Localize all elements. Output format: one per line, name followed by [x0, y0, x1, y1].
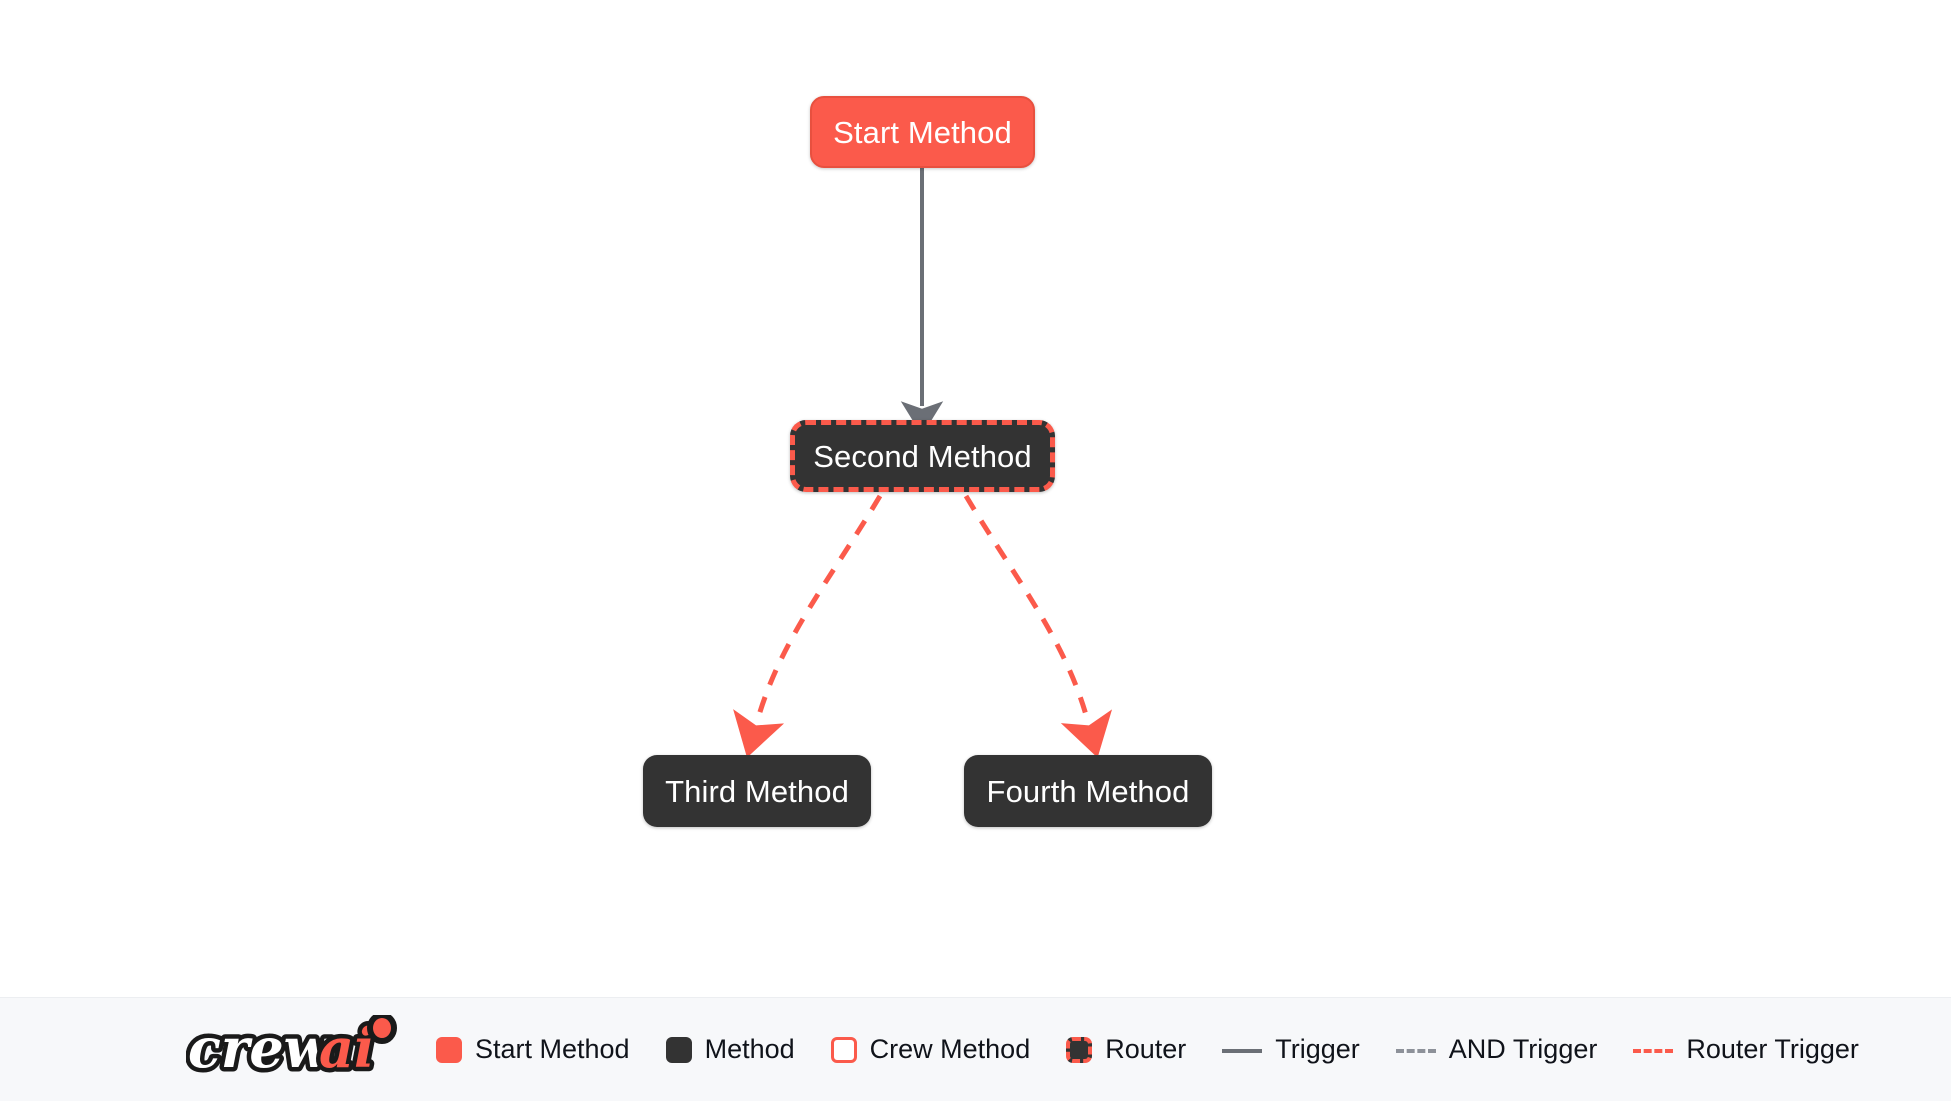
node-third-method[interactable]: Third Method [643, 755, 871, 827]
legend-label: Crew Method [869, 1034, 1031, 1064]
legend-item-method: Method [665, 1034, 795, 1064]
legend-item-router: Router [1066, 1036, 1186, 1063]
edge-second-to-fourth [963, 494, 1113, 758]
legend-item-and-trigger: AND Trigger [1395, 1034, 1598, 1064]
trigger-line-icon [1222, 1048, 1263, 1053]
legend-label: Router [1105, 1034, 1187, 1064]
legend-item-start-method: Start Method [436, 1036, 630, 1063]
node-start-method[interactable]: Start Method [810, 96, 1035, 168]
crew-method-swatch-icon [830, 1036, 857, 1063]
legend-label: Method [704, 1034, 795, 1064]
and-trigger-line-icon [1395, 1048, 1436, 1053]
svg-text:ai: ai [319, 1016, 375, 1080]
legend-label: Router Trigger [1686, 1034, 1859, 1064]
router-swatch-icon [1066, 1036, 1093, 1063]
edge-second-to-third [733, 494, 883, 758]
crewai-logo-icon: crew crew ai ai [186, 1014, 397, 1084]
legend-label: Trigger [1275, 1034, 1360, 1064]
legend-items-container: crew crew ai ai Start Method Method Crew… [186, 1014, 1859, 1085]
router-trigger-line-icon [1633, 1048, 1674, 1053]
node-fourth-method[interactable]: Fourth Method [964, 755, 1212, 827]
flow-canvas: Start Method Second Method Third Method … [643, 96, 1212, 827]
legend-item-router-trigger: Router Trigger [1633, 1036, 1859, 1063]
node-label: Third Method [665, 773, 849, 809]
method-swatch-icon [665, 1036, 692, 1063]
svg-text:crew: crew [188, 1016, 333, 1080]
legend-item-trigger: Trigger [1222, 1036, 1360, 1063]
legend-label: AND Trigger [1448, 1034, 1598, 1064]
svg-text:crew: crew [188, 1016, 333, 1080]
edge-layer [733, 168, 1113, 758]
legend-label: Start Method [475, 1034, 630, 1064]
legend-bar: crew crew ai ai Start Method Method Crew… [0, 997, 1951, 1101]
node-label: Fourth Method [986, 773, 1190, 809]
start-method-swatch-icon [436, 1036, 462, 1063]
node-label: Start Method [833, 114, 1012, 150]
node-label: Second Method [813, 438, 1032, 474]
node-second-method[interactable]: Second Method [790, 420, 1055, 492]
legend-item-crew-method: Crew Method [830, 1034, 1031, 1064]
